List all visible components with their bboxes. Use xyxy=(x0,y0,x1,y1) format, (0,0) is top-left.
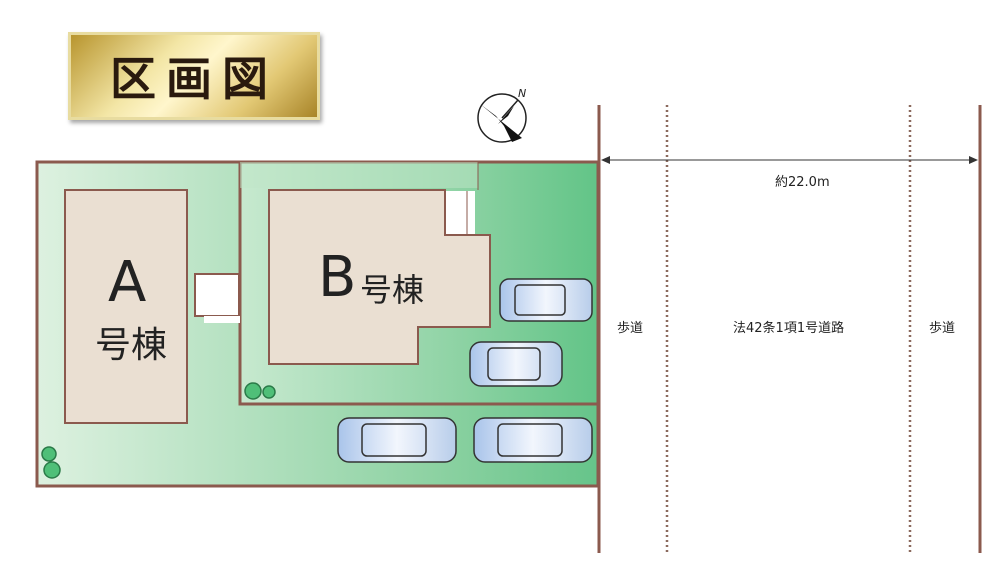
dimension-arrow xyxy=(601,156,978,164)
road-name-label: 法42条1項1号道路 xyxy=(733,321,845,336)
tree-icon xyxy=(244,382,262,400)
car-icon xyxy=(499,278,593,322)
north-compass-icon xyxy=(477,93,527,143)
tree-icon xyxy=(262,385,276,399)
parked-cars xyxy=(337,278,593,463)
tree-icon xyxy=(43,461,61,479)
sidewalk-right-label: 歩道 xyxy=(929,321,956,336)
title-text: 区画図 xyxy=(110,52,278,106)
entrance-a-step xyxy=(204,316,240,323)
entrance-b xyxy=(446,191,475,234)
lot-b-strip xyxy=(240,162,478,188)
car-icon xyxy=(473,417,593,463)
entrance-a xyxy=(194,273,240,317)
building-b-letter: B xyxy=(318,245,357,310)
arrowhead-left-icon xyxy=(601,156,610,164)
building-a-suffix: 号棟 xyxy=(95,325,168,366)
road-width-label: 約22.0m xyxy=(775,175,830,190)
building-a xyxy=(64,189,188,424)
building-a-letter: A xyxy=(108,250,147,315)
building-b-suffix: 号棟 xyxy=(360,271,425,309)
title-plaque: 区画図 xyxy=(68,32,320,120)
sidewalk-left-label: 歩道 xyxy=(617,321,644,336)
car-icon xyxy=(337,417,457,463)
trees xyxy=(41,382,276,479)
arrowhead-right-icon xyxy=(969,156,978,164)
car-icon xyxy=(469,341,563,387)
building-b xyxy=(268,189,491,365)
north-label: N xyxy=(518,87,527,100)
tree-icon xyxy=(41,446,57,462)
